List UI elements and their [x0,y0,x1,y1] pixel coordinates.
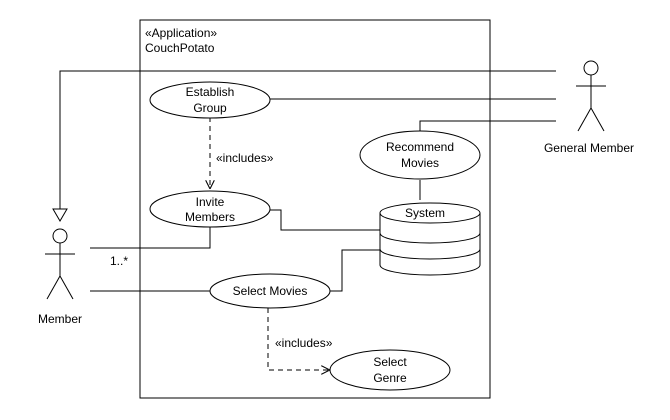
multiplicity-label: 1..* [110,254,129,268]
use-case-invite-members [149,190,271,228]
use-case-invite-members-label-1: Invite [195,195,225,209]
actor-member [45,228,75,300]
system-name: CouchPotato [145,41,215,55]
use-case-recommend-movies-label-2: Movies [400,156,440,170]
actor-general-member-label: General Member [543,141,635,155]
use-case-establish-group [149,81,271,119]
use-case-recommend-movies-label-1: Recommend [385,140,455,154]
actor-general-member [576,60,606,132]
use-case-select-movies [209,273,331,309]
use-case-establish-group-label-1: Establish [185,85,235,99]
includes-label-select-genre: «includes» [275,336,333,350]
system-boundary [139,19,491,399]
system-node-label: System [404,206,446,220]
generalization-triangle [52,208,68,222]
use-case-recommend-movies [359,130,481,180]
includes-label-establish-invite: «includes» [216,151,274,165]
use-case-select-genre [329,349,451,391]
use-case-establish-group-label-2: Group [193,101,227,115]
assoc-member-invite [90,226,211,249]
actor-member-label: Member [37,312,83,326]
link-invite-system [270,209,380,231]
use-case-select-movies-label: Select Movies [232,284,308,298]
use-case-invite-members-label-2: Members [184,210,236,224]
use-case-select-genre-label-1: Select [373,355,407,369]
use-case-select-genre-label-2: Genre [373,371,407,385]
generalization-line [59,70,556,209]
link-select-system [330,249,380,292]
system-stereotype: «Application» [145,26,218,40]
system-database-icon [379,202,481,276]
include-select-genre [267,308,329,370]
